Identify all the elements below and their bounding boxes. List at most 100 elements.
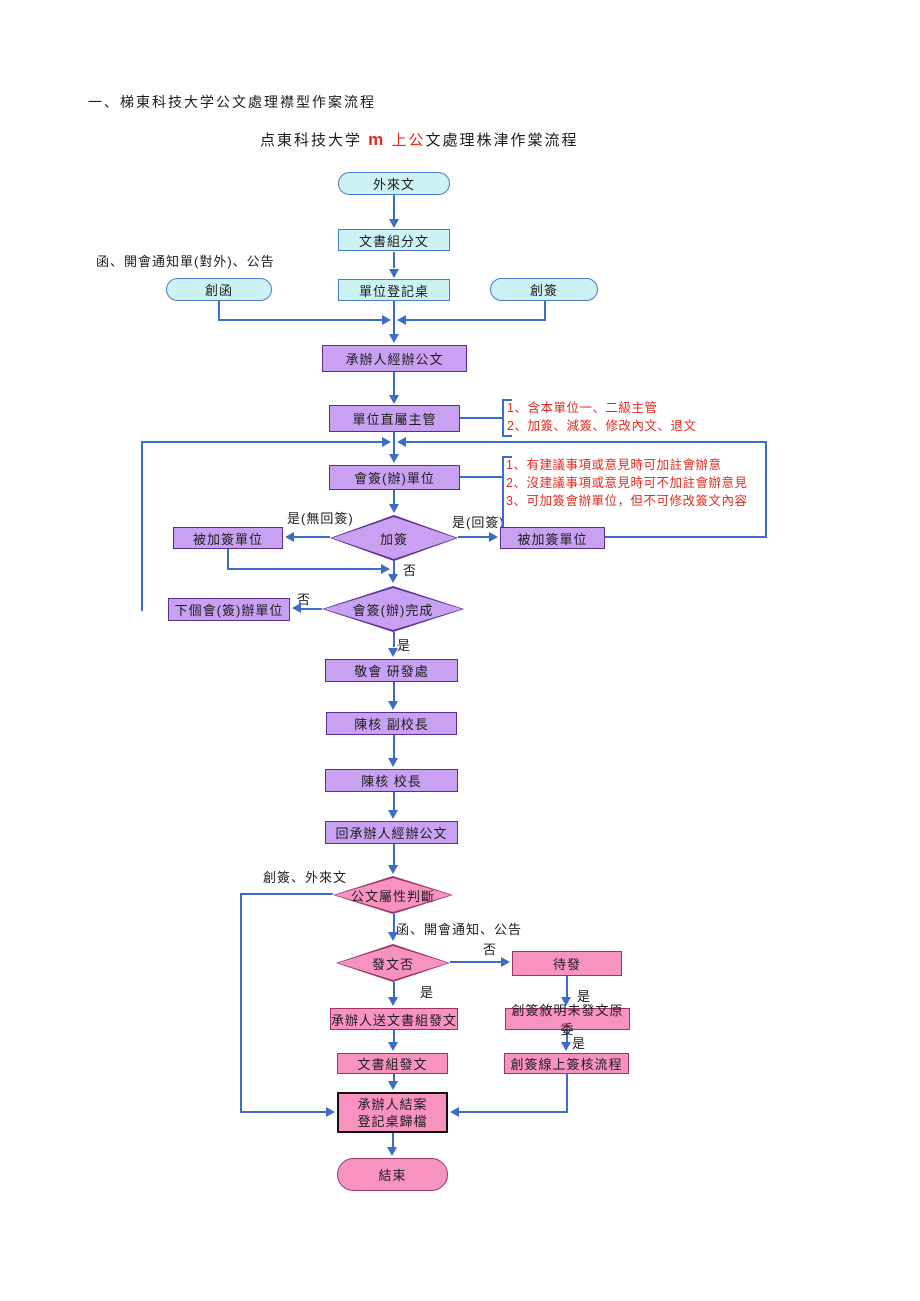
connector	[218, 301, 220, 321]
decision-add-sign: 加簽	[330, 515, 458, 561]
arrowhead-down	[388, 574, 398, 583]
connector	[218, 319, 382, 321]
note-bracket	[502, 399, 504, 437]
label-letter-notice-external: 函、開會通知單(對外)、公告	[96, 254, 275, 269]
node-pending-send: 待發	[512, 951, 622, 976]
arrowhead-down	[388, 648, 398, 657]
connector	[450, 961, 501, 963]
arrowhead-down	[388, 810, 398, 819]
chart-title-red-m: m	[368, 130, 386, 149]
label-letter-notice: 函、開會通知、公告	[396, 922, 523, 937]
note-bracket	[502, 456, 504, 534]
note-cosign-line2: 2、沒建議事項或意見時可不加註會辦意見	[506, 476, 748, 490]
connector	[227, 549, 229, 570]
label-yes-1: 是	[397, 638, 412, 653]
arrowhead-right	[382, 437, 391, 447]
label-no-3: 否	[483, 942, 498, 957]
node-online-approval-flow: 創簽線上簽核流程	[504, 1053, 629, 1074]
connector	[459, 1111, 566, 1113]
node-close-case-archive: 承辦人結案 登記桌歸檔	[337, 1092, 448, 1133]
arrowhead-right	[489, 532, 498, 542]
connector	[393, 561, 395, 574]
connector	[393, 490, 395, 504]
connector	[393, 792, 395, 810]
connector	[301, 608, 322, 610]
node-review-vice-president: 陳核 副校長	[326, 712, 457, 735]
connector	[544, 301, 546, 321]
node-added-sign-unit-left: 被加簽單位	[173, 527, 283, 549]
node-unit-supervisor: 單位直屬主管	[329, 405, 460, 432]
arrowhead-left	[397, 315, 406, 325]
label-yes-reply: 是(回簽)	[452, 515, 505, 530]
connector	[605, 536, 767, 538]
arrowhead-down	[389, 219, 399, 228]
note-bracket	[502, 399, 512, 401]
arrowhead-right	[326, 1107, 335, 1117]
connector	[393, 372, 395, 395]
chart-title-pre: 点東科技大学	[260, 132, 369, 149]
arrowhead-down	[561, 1042, 571, 1051]
connector	[406, 319, 545, 321]
note-bracket	[502, 435, 512, 437]
connector	[566, 976, 568, 997]
label-no-1: 否	[403, 563, 418, 578]
decision-add-sign-label: 加簽	[379, 531, 408, 547]
connector	[406, 441, 766, 443]
chart-title-red: 上公	[385, 132, 426, 149]
connector	[393, 195, 395, 219]
arrowhead-down	[387, 1147, 397, 1156]
connector	[393, 682, 395, 701]
connector	[393, 914, 395, 932]
node-close-case-line1: 承辦人結案	[357, 1096, 428, 1112]
arrowhead-down	[388, 758, 398, 767]
node-consult-rd-office: 敬會 研發處	[325, 659, 458, 682]
node-next-cosign-unit: 下個會(簽)辦單位	[168, 598, 290, 621]
arrowhead-left	[450, 1107, 459, 1117]
page-title: 一、梯東科技大学公文處理襟型作案流程	[88, 94, 376, 110]
node-back-to-handler: 回承辦人經辦公文	[325, 821, 458, 844]
decision-doc-attribute-label: 公文屬性判斷	[350, 888, 435, 904]
connector	[765, 441, 767, 538]
connector	[240, 893, 242, 1112]
label-create-ext: 創簽、外來文	[263, 870, 348, 885]
arrowhead-down	[388, 865, 398, 874]
note-supervisor-line1: 1、含本單位一、二級主管	[507, 401, 658, 415]
connector	[141, 441, 143, 611]
connector	[393, 1030, 395, 1042]
arrowhead-down	[388, 997, 398, 1006]
node-unit-registry-desk: 單位登記桌	[338, 279, 450, 301]
arrowhead-down	[389, 269, 399, 278]
connector	[393, 844, 395, 865]
label-yes-no-reply: 是(無回簽)	[287, 511, 354, 526]
chart-title: 点東科技大学 m 上公文處理株津作棠流程	[260, 129, 578, 150]
node-handler-process: 承辦人經辦公文	[322, 345, 467, 372]
arrowhead-down	[388, 1081, 398, 1090]
node-added-sign-unit-right: 被加簽單位	[500, 527, 605, 549]
connector	[393, 632, 395, 647]
arrowhead-right	[382, 315, 391, 325]
note-supervisor-line2: 2、加簽、減簽、修改內文、退文	[507, 419, 697, 433]
node-handler-send-docgroup: 承辦人送文書組發文	[330, 1008, 458, 1030]
node-create-sign: 創簽	[490, 278, 598, 301]
node-review-president: 陳核 校長	[325, 769, 458, 792]
node-cosign-unit: 會簽(辦)單位	[329, 465, 460, 490]
connector	[392, 1133, 394, 1147]
note-cosign: 1、有建議事項或意見時可加註會辦意 2、沒建議事項或意見時可不加註會辦意見 3、…	[506, 456, 747, 510]
connector	[240, 1111, 326, 1113]
connector	[393, 252, 395, 268]
decision-cosign-done: 會簽(辦)完成	[322, 586, 464, 632]
node-docgroup-send: 文書組發文	[337, 1053, 448, 1074]
connector	[393, 1074, 395, 1081]
arrowhead-left	[397, 437, 406, 447]
decision-cosign-done-label: 會簽(辦)完成	[352, 602, 434, 618]
connector	[393, 735, 395, 758]
connector	[566, 1030, 568, 1042]
chart-title-post: 文處理株津作棠流程	[425, 132, 579, 149]
label-yes-2: 是	[420, 985, 435, 1000]
arrowhead-left	[292, 603, 301, 613]
arrowhead-down	[389, 334, 399, 343]
connector	[240, 893, 333, 895]
note-bracket	[502, 456, 512, 458]
node-end: 結束	[337, 1158, 448, 1191]
arrowhead-right	[501, 957, 510, 967]
